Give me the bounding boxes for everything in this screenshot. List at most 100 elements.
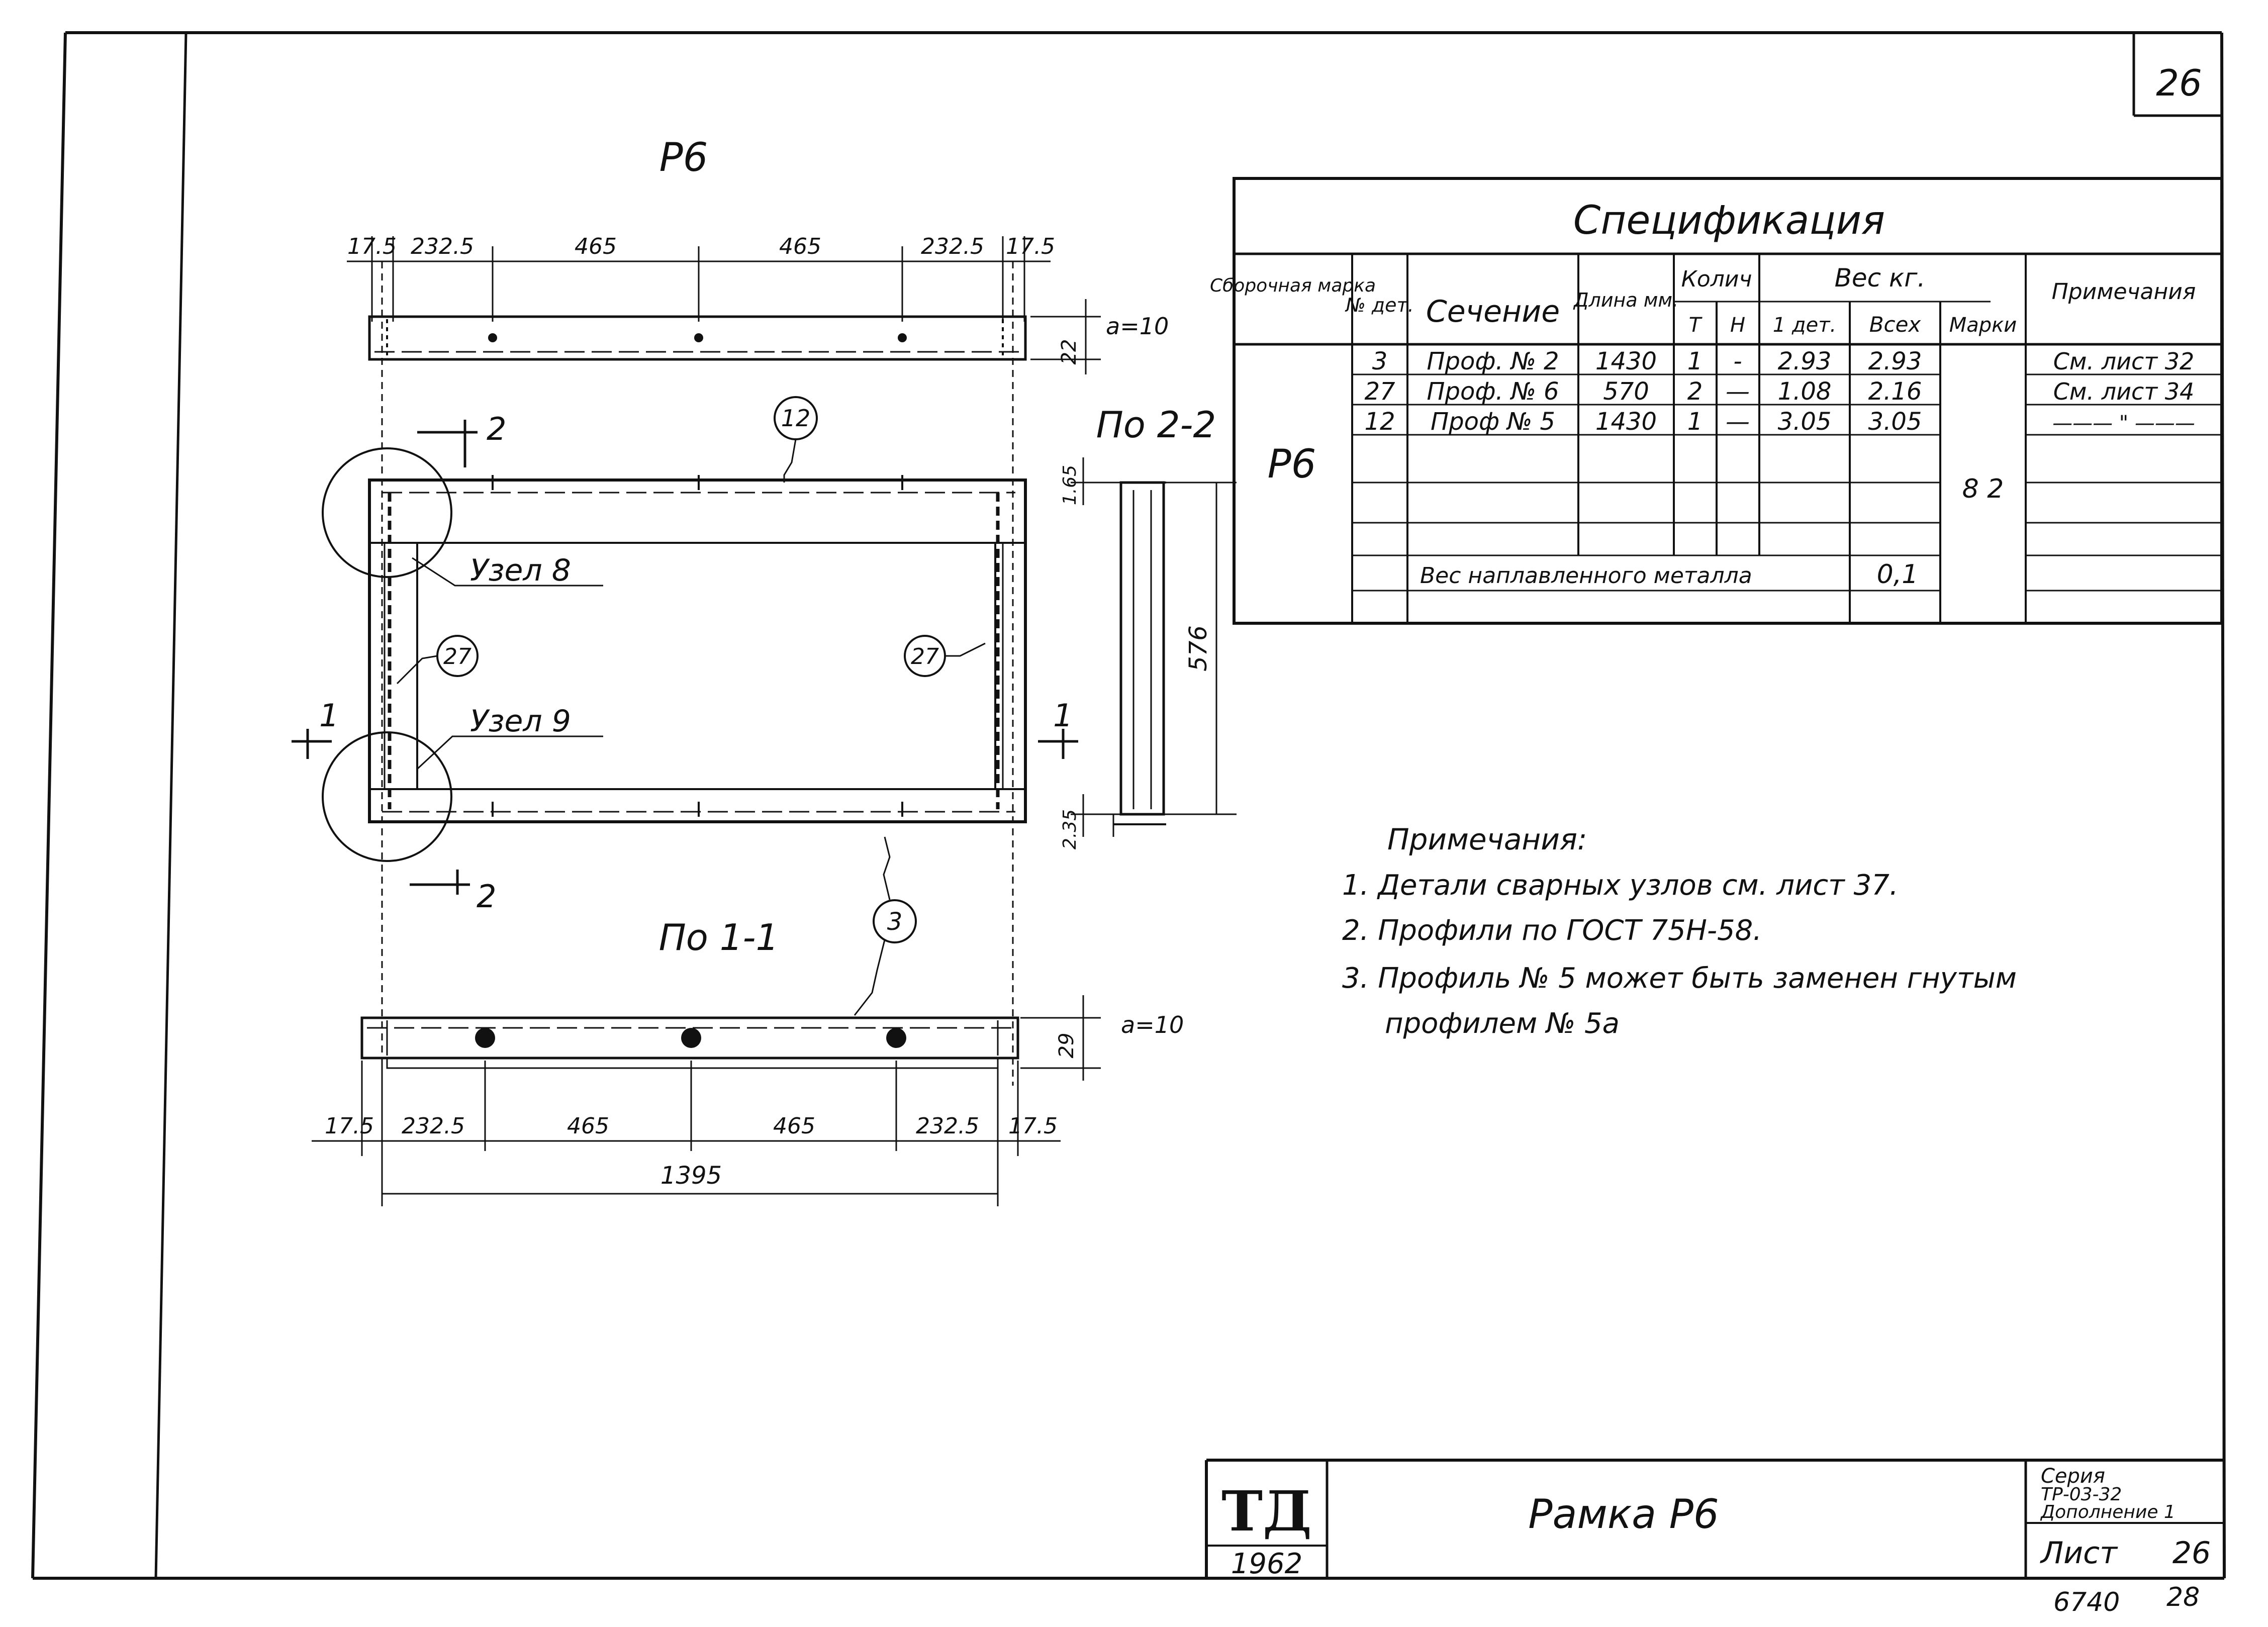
cut-marker-2-bottom: 2: [410, 870, 496, 915]
frame-plan: [322, 261, 1027, 1086]
archive-code: 6740: [2053, 1587, 2120, 1617]
org-logo: ТД: [1221, 1479, 1312, 1544]
top-dim: 465: [575, 234, 617, 259]
svg-text:1: 1: [319, 697, 339, 734]
note-item: профилем № 5а: [1385, 1007, 1620, 1040]
cut-marker-1-right: 1: [1038, 697, 1078, 759]
section-2-2-title: По 2-2: [1096, 404, 1216, 446]
sheet-title: Рамка Р6: [1528, 1491, 1719, 1538]
svg-text:См. лист 32: См. лист 32: [2053, 348, 2195, 375]
svg-text:-: -: [1733, 347, 1742, 375]
weld-metal-value: 0,1: [1877, 559, 1919, 590]
page-badge: 26: [2132, 33, 2222, 117]
spec-header-qty: Колич: [1681, 266, 1752, 292]
spec-header-qty-t: Т: [1689, 314, 1703, 337]
svg-text:27: 27: [443, 644, 471, 669]
node-9-label: Узел 9: [416, 704, 603, 770]
svg-text:—: —: [1726, 377, 1750, 406]
spec-header-assembly: Сборочная марка: [1210, 275, 1376, 296]
top-weld-size: a=10: [1106, 313, 1169, 340]
callout-27-right: 27: [904, 635, 986, 677]
spec-header-assembly-text: Сборочная марка: [1210, 275, 1376, 296]
bottom-dim: 17.5: [1008, 1113, 1058, 1139]
spec-header-weight: Вес кг.: [1835, 263, 1926, 293]
svg-text:2.16: 2.16: [1868, 377, 1922, 406]
top-height-dim: 22: [1058, 339, 1081, 365]
svg-text:Проф. № 2: Проф. № 2: [1427, 347, 1559, 375]
series-label: Серия: [2041, 1465, 2105, 1488]
page-badge-number: 26: [2156, 62, 2202, 104]
svg-text:—: —: [1726, 408, 1750, 436]
svg-text:1430: 1430: [1595, 408, 1657, 436]
node-8-label: Узел 8: [412, 553, 603, 588]
svg-text:3: 3: [887, 908, 903, 936]
svg-text:3: 3: [1372, 347, 1388, 375]
spec-header-length: Длина мм.: [1573, 289, 1678, 311]
svg-text:2: 2: [1687, 377, 1703, 406]
svg-text:2: 2: [487, 411, 506, 447]
note-item: 2. Профили по ГОСТ 75Н-58.: [1342, 914, 1762, 947]
spec-assembly-value: Р6: [1268, 442, 1316, 487]
top-view-bar: 22 a=10: [368, 299, 1169, 374]
callout-3: 3: [854, 836, 917, 1016]
spec-header-no: № дет.: [1345, 294, 1413, 316]
svg-text:1.08: 1.08: [1778, 377, 1832, 406]
table-row: 27 Проф. № 6 570 2 — 1.08 2.16 См. лист …: [1364, 377, 2194, 406]
sheet-label: Лист: [2040, 1536, 2118, 1571]
callout-27-left: 27: [396, 635, 479, 685]
notes-title: Примечания:: [1387, 822, 1587, 856]
overall-width-dim: 1395: [660, 1162, 722, 1190]
archive-page: 28: [2166, 1582, 2200, 1612]
svg-text:2.93: 2.93: [1778, 347, 1832, 375]
top-dim: 17.5: [1006, 234, 1055, 259]
svg-text:3.05: 3.05: [1778, 408, 1832, 436]
callout-12: 12: [774, 396, 818, 483]
top-dimension-chain: 17.5 232.5 465 465 232.5 17.5: [347, 234, 1055, 322]
svg-text:1: 1: [1687, 347, 1703, 375]
svg-text:1430: 1430: [1595, 347, 1657, 375]
sheet-year: 1962: [1231, 1548, 1303, 1580]
top-dim: 465: [779, 234, 821, 259]
bottom-weld-size: a=10: [1121, 1011, 1184, 1038]
series-supplement: Дополнение 1: [2040, 1502, 2176, 1522]
bottom-dimension-chain: 17.5 232.5 465 465 232.5 17.5 1395: [312, 1061, 1061, 1206]
bottom-offset-dim: 2.35: [1060, 809, 1080, 849]
top-dim: 17.5: [347, 234, 397, 259]
spec-title: Спецификация: [1573, 198, 1885, 243]
svg-text:Проф № 5: Проф № 5: [1431, 408, 1555, 436]
section-1-1-title: По 1-1: [659, 916, 779, 959]
spec-header-weight-mark: Марки: [1949, 314, 2017, 337]
svg-text:Узел 9: Узел 9: [470, 704, 571, 739]
spec-header-qty-n: Н: [1730, 314, 1745, 337]
bottom-dim: 232.5: [916, 1113, 979, 1139]
bottom-dim: 17.5: [325, 1113, 374, 1139]
svg-text:2: 2: [477, 878, 496, 915]
bottom-dim: 465: [773, 1113, 815, 1139]
bottom-dim: 465: [567, 1113, 609, 1139]
note-item: 3. Профиль № 5 может быть заменен гнутым: [1342, 962, 2017, 995]
svg-text:Узел 8: Узел 8: [470, 553, 571, 588]
series-code: ТР-03-32: [2041, 1484, 2122, 1505]
spec-table: [1233, 177, 2223, 625]
svg-text:2.93: 2.93: [1868, 347, 1922, 375]
spec-header-weight-one: 1 дет.: [1773, 314, 1836, 337]
svg-text:27: 27: [1364, 377, 1395, 406]
drawing-mark-title: Р6: [659, 135, 708, 180]
notes-block: Примечания: 1. Детали сварных узлов см. …: [1342, 822, 2017, 1040]
svg-text:1: 1: [1053, 697, 1073, 734]
svg-text:1: 1: [1687, 408, 1703, 436]
weld-metal-label: Вес наплавленного металла: [1420, 563, 1752, 589]
top-dim: 232.5: [411, 234, 474, 259]
svg-text:570: 570: [1603, 377, 1649, 406]
sheet-number: 26: [2172, 1536, 2211, 1571]
svg-text:——— " ———: ——— " ———: [2052, 412, 2195, 435]
cut-marker-2-top: 2: [417, 411, 506, 467]
svg-text:12: 12: [1364, 408, 1395, 436]
svg-text:Проф. № 6: Проф. № 6: [1427, 377, 1559, 406]
svg-text:3.05: 3.05: [1868, 408, 1922, 436]
frame-height-dim: 576: [1184, 625, 1212, 672]
title-block: [1205, 1459, 2224, 1578]
table-row: 12 Проф № 5 1430 1 — 3.05 3.05 ——— " ———: [1364, 408, 2195, 436]
bottom-dim: 232.5: [402, 1113, 465, 1139]
spec-header-weight-all: Всех: [1869, 312, 1922, 337]
